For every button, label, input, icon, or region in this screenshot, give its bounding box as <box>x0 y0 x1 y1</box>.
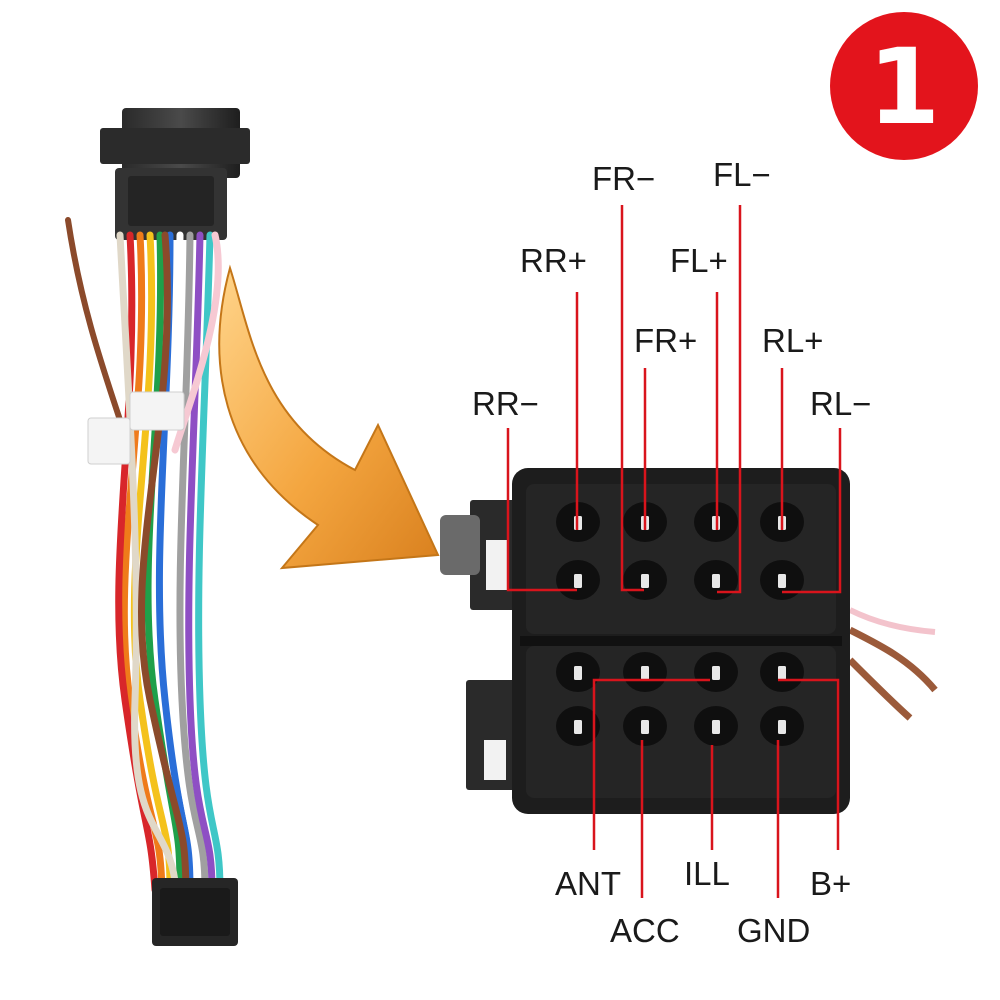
harness-bottom-plug <box>152 878 238 946</box>
leader-fl-minus <box>717 205 742 594</box>
label-acc: ACC <box>610 912 680 949</box>
label-rl-minus: RL− <box>810 385 871 422</box>
label-rl-plus: RL+ <box>762 322 823 359</box>
pin-contact <box>641 720 649 734</box>
pin-labels: FR− FL− RR+ FL+ FR+ RL+ RR− RL− ANT ACC … <box>472 156 871 949</box>
label-rr-minus: RR− <box>472 385 539 422</box>
label-fl-plus: FL+ <box>670 242 728 279</box>
pin-contact <box>712 666 720 680</box>
pin-contact <box>778 574 786 588</box>
pin-contact <box>712 720 720 734</box>
label-ill: ILL <box>684 855 730 892</box>
leader-rr-minus <box>506 428 577 592</box>
label-rr-plus: RR+ <box>520 242 587 279</box>
wire-harness <box>65 108 250 946</box>
pin-contact <box>574 720 582 734</box>
pin-contact <box>712 574 720 588</box>
label-gnd: GND <box>737 912 810 949</box>
leader-b-plus <box>778 678 840 850</box>
pin-contact <box>641 574 649 588</box>
badge-circle <box>830 12 978 160</box>
harness-wires <box>65 217 224 894</box>
pin-contact <box>574 574 582 588</box>
pin-contact <box>778 720 786 734</box>
number-badge: 1 <box>830 12 978 160</box>
label-fr-minus: FR− <box>592 160 655 197</box>
label-fr-plus: FR+ <box>634 322 697 359</box>
label-ant: ANT <box>555 865 621 902</box>
pin-contact <box>641 666 649 680</box>
iso-connector <box>440 468 938 814</box>
badge-number: 1 <box>868 26 940 148</box>
leader-fr-minus <box>620 205 644 592</box>
leader-lines <box>506 205 842 898</box>
pin-contact <box>574 666 582 680</box>
harness-top-plug <box>100 108 250 240</box>
pin-contact <box>778 666 786 680</box>
curved-arrow <box>218 264 440 570</box>
leader-ant <box>592 678 710 850</box>
label-b-plus: B+ <box>810 865 851 902</box>
harness-label-tape <box>87 391 185 465</box>
leader-rl-minus <box>782 428 842 594</box>
label-fl-minus: FL− <box>713 156 771 193</box>
